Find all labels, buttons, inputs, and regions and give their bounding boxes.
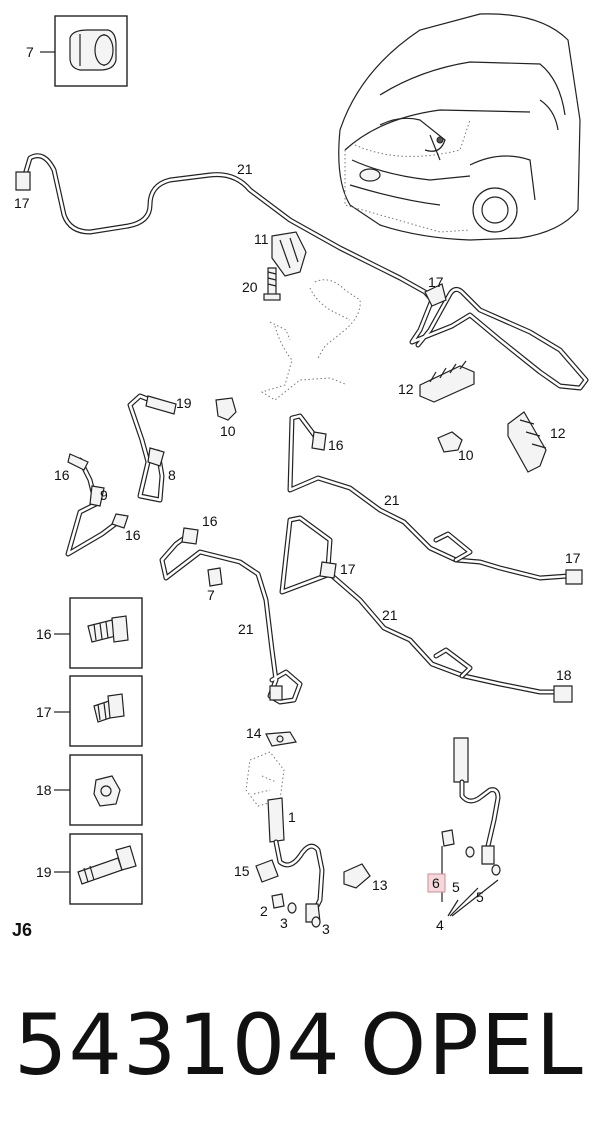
callout-10-b: 10 — [458, 447, 474, 463]
callout-8: 8 — [168, 467, 176, 483]
callout-17-a: 17 — [14, 195, 30, 211]
callout-21-d: 21 — [238, 621, 254, 637]
callout-10-a: 10 — [220, 423, 236, 439]
part-11-clip: 11 — [254, 231, 307, 277]
part-10-clip-b: 10 — [437, 431, 474, 463]
parts-diagram: 7 21 17 17 11 — [12, 13, 589, 940]
callout-21-c: 21 — [382, 607, 398, 623]
callout-15: 15 — [234, 863, 250, 879]
part-20-bolt: 20 — [242, 267, 281, 301]
part-12-block-a: 12 — [398, 360, 475, 403]
callout-11: 11 — [254, 231, 269, 247]
page-code: J6 — [12, 920, 32, 940]
part-14: 14 — [246, 725, 297, 747]
part-10-clip-a: 10 — [215, 397, 237, 439]
callout-17-d: 17 — [340, 561, 356, 577]
callout-5-a: 5 — [452, 879, 460, 895]
inset-part-7: 7 — [26, 15, 128, 87]
callout-1: 1 — [288, 809, 296, 825]
legend-18-label: 18 — [36, 782, 52, 798]
rear-hose-assembly: 6 5 5 4 — [427, 737, 501, 933]
brake-pipe-21-low: 17 21 18 — [279, 515, 573, 703]
callout-17-c: 17 — [565, 550, 581, 566]
callout-21-b: 21 — [384, 492, 400, 508]
callout-12-a: 12 — [398, 381, 414, 397]
legend-19-label: 19 — [36, 864, 52, 880]
part-2: 2 — [260, 893, 285, 919]
brake-pipe-21-mid: 16 21 17 — [287, 413, 583, 585]
brake-pipe-21-left: 16 21 — [159, 513, 303, 705]
callout-3-a: 3 — [280, 915, 288, 931]
part-12-block-b: 12 — [507, 411, 566, 473]
footer: 543104 OPEL — [0, 990, 600, 1100]
ghost-hoses — [260, 279, 361, 401]
callout-21-a: 21 — [237, 161, 253, 177]
callout-16-c: 16 — [125, 527, 141, 543]
legend-19: 19 — [36, 833, 143, 905]
callout-17-b: 17 — [428, 274, 444, 290]
callout-3-b: 3 — [322, 921, 330, 937]
callout-13: 13 — [372, 877, 388, 893]
callout-20: 20 — [242, 279, 258, 295]
brand-name: OPEL — [360, 996, 585, 1094]
callout-16-d: 16 — [202, 513, 218, 529]
legend-17-label: 17 — [36, 704, 52, 720]
callout-6-highlight — [427, 873, 446, 893]
part-3-washers: 3 3 — [280, 902, 330, 937]
callout-7-top: 7 — [26, 44, 34, 60]
brake-pipe-21-top: 21 17 17 — [14, 153, 589, 391]
part-13: 13 — [343, 863, 388, 893]
callout-2: 2 — [260, 903, 268, 919]
car-illustration — [338, 13, 581, 241]
legend-16-label: 16 — [36, 626, 52, 642]
front-hose-assembly: 1 — [245, 751, 325, 923]
brake-pipes-left: 19 16 9 8 16 — [54, 393, 192, 557]
callout-19: 19 — [176, 395, 192, 411]
legend-18: 18 — [36, 754, 143, 826]
callout-14: 14 — [246, 725, 262, 741]
callout-16-a: 16 — [328, 437, 344, 453]
callout-5-b: 5 — [476, 889, 484, 905]
part-15: 15 — [234, 859, 279, 883]
callout-4: 4 — [436, 917, 444, 933]
legend-17: 17 — [36, 675, 143, 747]
callout-12-b: 12 — [550, 425, 566, 441]
part-7-small: 7 — [207, 567, 223, 603]
part-number: 543104 — [14, 996, 341, 1094]
callout-9: 9 — [100, 487, 108, 503]
legend-16: 16 — [36, 597, 143, 669]
callout-7-mid: 7 — [207, 587, 215, 603]
callout-6: 6 — [432, 875, 440, 891]
callout-16-b: 16 — [54, 467, 70, 483]
callout-18: 18 — [556, 667, 572, 683]
